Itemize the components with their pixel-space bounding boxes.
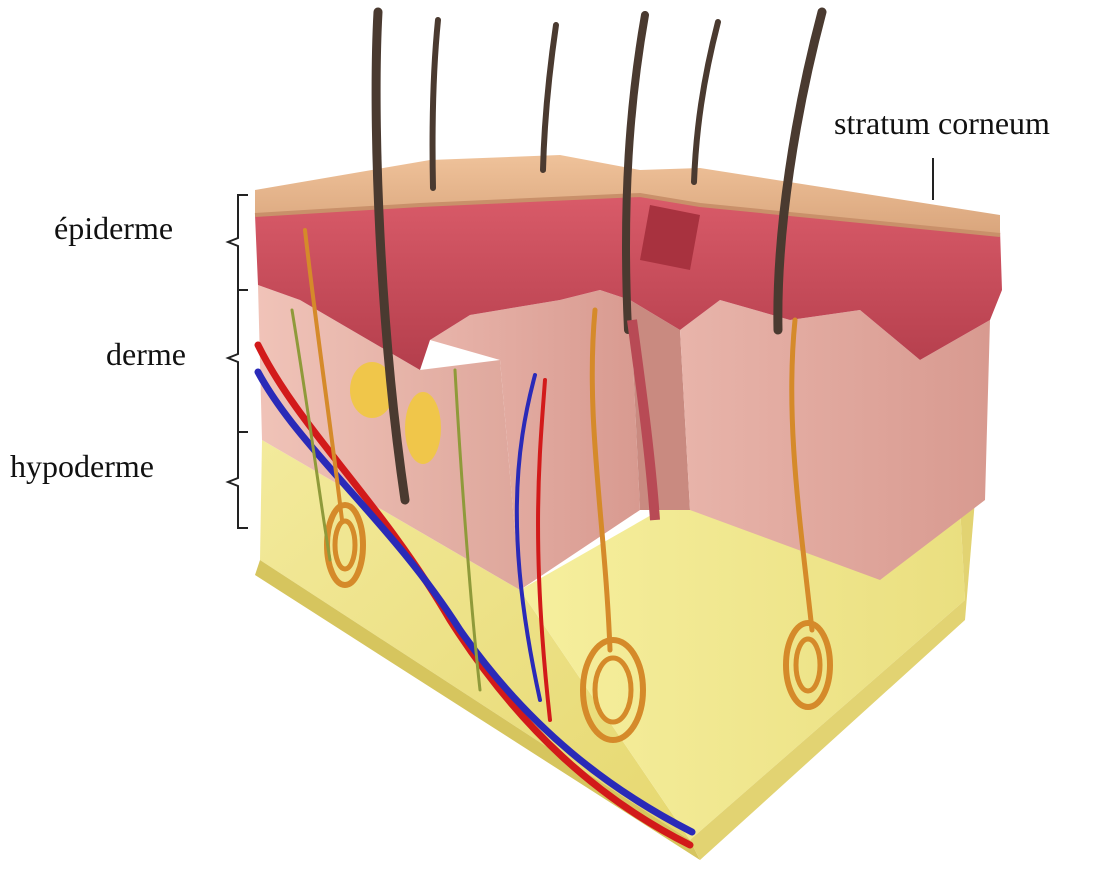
label-stratum-corneum: stratum corneum <box>834 107 1050 139</box>
hair <box>543 25 556 170</box>
epidermis-notch <box>640 205 700 270</box>
label-hypoderme: hypoderme <box>10 450 154 482</box>
bracket-hypoderme <box>228 432 248 528</box>
fat-lobule <box>405 392 441 464</box>
label-epiderme: épiderme <box>54 212 173 244</box>
hair <box>694 22 718 182</box>
bracket-epiderme <box>228 195 248 290</box>
bracket-derme <box>228 290 248 432</box>
label-derme: derme <box>106 338 186 370</box>
